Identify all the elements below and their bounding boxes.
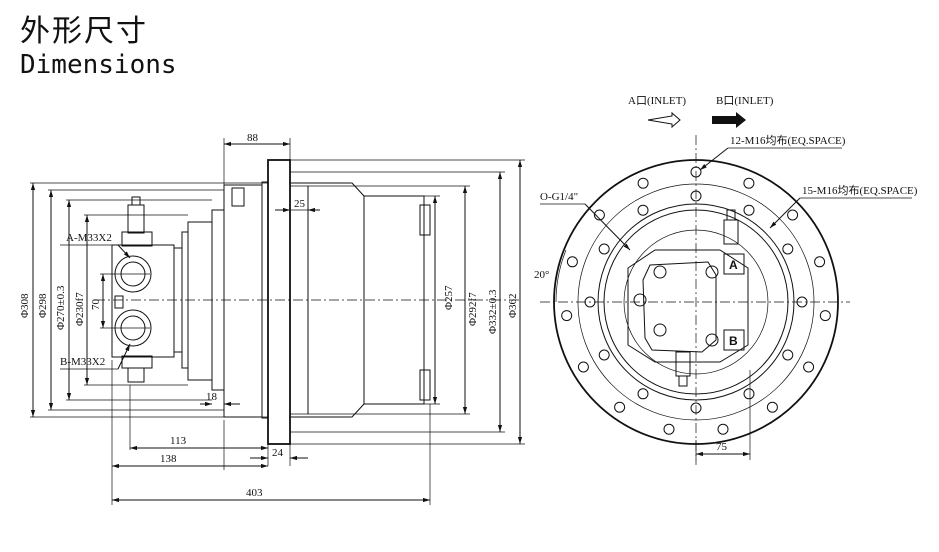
bolt-hole [814,256,826,268]
dim-403: 403 [246,487,263,499]
bolt-hole [690,190,702,202]
bolt-hole [637,388,649,400]
port-b-label: B-M33X2 [60,356,105,368]
angle-label: 20° [534,269,549,281]
side-view: 88 25 18 113 138 24 403 Φ308 Φ298 [19,132,525,505]
bolt-hole [637,177,649,189]
dim-phi298: Φ298 [37,293,49,318]
dim-25: 25 [294,198,306,210]
dim-113: 113 [170,435,187,447]
dim-phi292: Φ292f7 [467,292,479,326]
inner-bolt-holes [584,190,808,414]
dim-24: 24 [272,447,284,459]
front-label-b: B [729,334,738,348]
bolt-hole [787,209,799,221]
dim-phi257: Φ257 [443,285,455,310]
port-a-label: A-M33X2 [66,232,112,244]
bolt-hole [782,243,794,255]
title-chinese: 外形尺寸 [20,14,148,49]
bolt-hole [766,401,778,413]
bolt-hole [782,349,794,361]
dim-phi308: Φ308 [19,293,31,318]
bolt-hole [690,166,702,178]
bolt-hole [598,349,610,361]
bolt-hole [584,296,596,308]
bolt-hole [819,310,831,322]
bolt-hole [803,361,815,373]
outer-bolt-holes [561,166,831,435]
bolts-12-label: 12-M16均布(EQ.SPACE) [730,134,846,147]
bolt-hole [743,388,755,400]
inlet-b-label: B口(INLET) [716,95,774,107]
dim-18: 18 [206,391,218,403]
bolt-hole [614,401,626,413]
bolt-hole [637,204,649,216]
dim-75: 75 [716,441,728,453]
bolt-hole [598,243,610,255]
inlet-a-label: A口(INLET) [628,95,686,107]
bolt-hole [561,310,573,322]
dim-70: 70 [90,299,102,311]
bolt-hole [577,361,589,373]
dim-phi362: Φ362 [507,293,519,318]
bolt-hole [717,423,729,435]
bolts-15-label: 15-M16均布(EQ.SPACE) [802,184,918,197]
bolt-hole [743,204,755,216]
dim-phi270: Φ270±0.3 [55,285,67,330]
front-label-a: A [729,258,738,272]
bolt-hole [663,423,675,435]
dim-phi230: Φ230f7 [74,292,86,326]
bolt-hole [796,296,808,308]
bolt-hole [593,209,605,221]
title-english: Dimensions [20,50,177,80]
bolt-hole [690,402,702,414]
dim-88: 88 [247,132,259,144]
dim-138: 138 [160,453,177,465]
port-g-label: O-G1/4" [540,191,578,203]
front-view: A B A口(INLET) B口(INLET) 12-M16均布(EQ.SPAC… [534,95,918,465]
bolt-hole [743,177,755,189]
dim-phi332: Φ332±0.3 [487,289,499,334]
bolt-hole [566,256,578,268]
